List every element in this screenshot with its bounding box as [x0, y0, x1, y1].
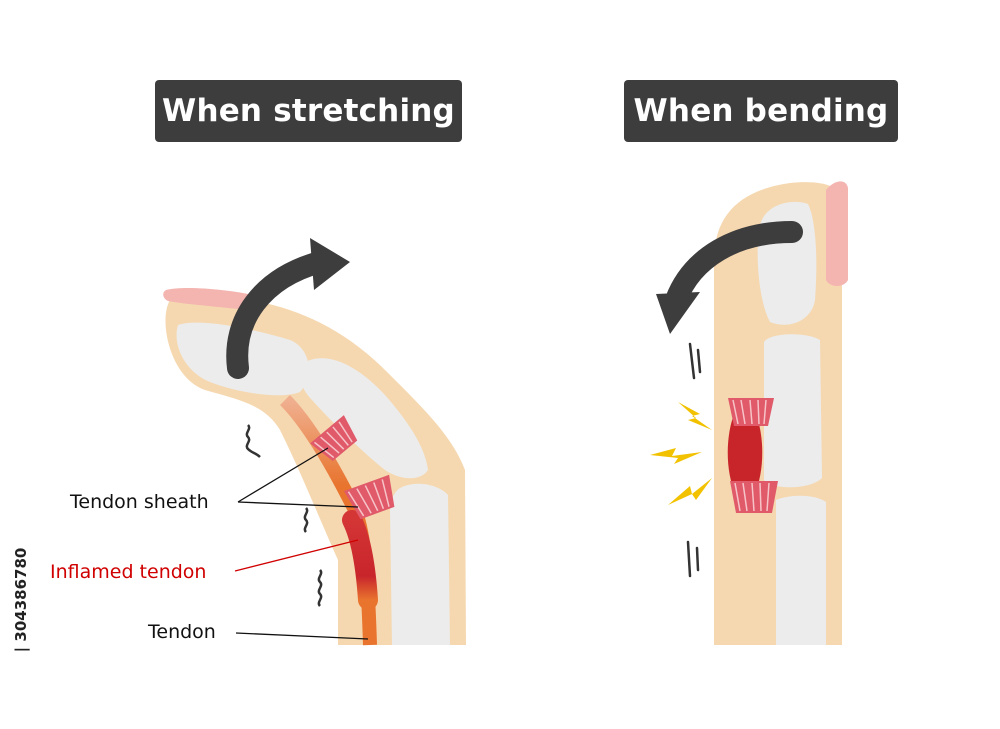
- stock-id-watermark: | 304386780: [6, 485, 36, 715]
- right-sheath-lower: [730, 481, 778, 513]
- left-tremor-3: [319, 570, 321, 606]
- left-finger: [163, 238, 466, 645]
- right-proximal-bone: [776, 496, 826, 645]
- right-nail: [826, 181, 848, 286]
- right-motion-mark-1: [690, 344, 700, 378]
- right-arrow-head: [656, 292, 700, 334]
- label-tendon-sheath: Tendon sheath: [70, 491, 209, 513]
- left-tremor-2: [305, 508, 307, 532]
- right-sheath-upper: [728, 398, 774, 426]
- right-motion-mark-2: [688, 542, 698, 576]
- label-tendon: Tendon: [148, 621, 216, 643]
- left-proximal-bone: [390, 484, 450, 645]
- right-distal-bone: [758, 202, 817, 325]
- right-middle-bone: [764, 334, 822, 487]
- lightning-bolt-middle: [650, 448, 702, 464]
- label-inflamed-tendon: Inflamed tendon: [50, 561, 206, 583]
- title-when-stretching: When stretching: [155, 80, 462, 142]
- lightning-bolt-top: [678, 402, 712, 430]
- left-tremor-1: [247, 425, 260, 457]
- stock-id-text: | 304386780: [12, 548, 30, 653]
- title-when-bending: When bending: [624, 80, 898, 142]
- left-arrow-head: [310, 238, 350, 290]
- lightning-bolt-bottom: [668, 478, 712, 505]
- right-finger: [650, 181, 848, 645]
